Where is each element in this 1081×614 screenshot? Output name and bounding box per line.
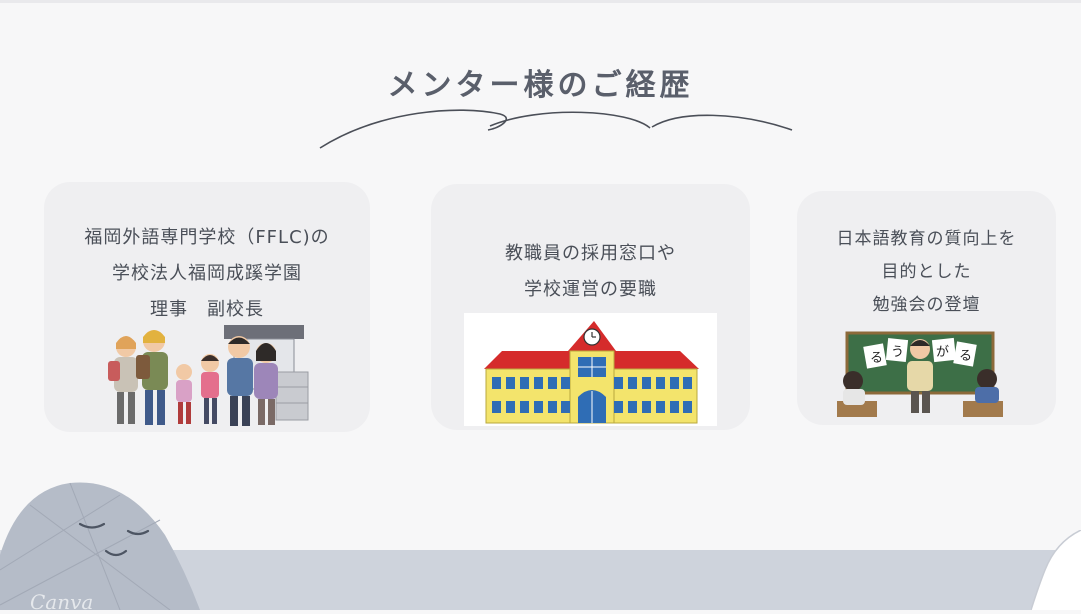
flash-card-4: る — [959, 349, 972, 364]
card-1-line-2: 学校法人福岡成蹊学園 — [112, 263, 302, 284]
slide-title: メンター様のご経歴 — [387, 68, 694, 103]
family-illustration — [108, 325, 309, 426]
page-curl-icon — [1031, 530, 1081, 610]
card-1-text: 福岡外語専門学校（FFLC)の 学校法人福岡成蹊学園 理事 副校長 — [44, 220, 370, 328]
teacher-illustration: る う が る — [837, 331, 1003, 417]
decorative-swoosh — [319, 109, 793, 149]
card-2-line-1: 教職員の採用窓口や — [505, 243, 676, 264]
flash-card-2: う — [891, 345, 904, 360]
card-2-text: 教職員の採用窓口や 学校運営の要職 — [431, 236, 750, 308]
card-3-line-2: 目的とした — [881, 262, 972, 282]
career-card-2: 教職員の採用窓口や 学校運営の要職 — [431, 184, 750, 430]
canva-watermark: Canva — [30, 590, 94, 614]
card-1-line-1: 福岡外語専門学校（FFLC)の — [84, 227, 330, 248]
card-3-line-3: 勉強会の登壇 — [872, 295, 981, 315]
top-divider — [0, 0, 1081, 3]
canva-mascot-icon — [0, 482, 200, 610]
flash-card-1: る — [870, 351, 883, 366]
card-1-line-3: 理事 副校長 — [150, 299, 264, 320]
card-3-text: 日本語教育の質向上を 目的とした 勉強会の登壇 — [797, 223, 1056, 322]
career-card-1: 福岡外語専門学校（FFLC)の 学校法人福岡成蹊学園 理事 副校長 — [44, 182, 370, 432]
career-card-3: 日本語教育の質向上を 目的とした 勉強会の登壇 る う が る — [797, 191, 1056, 425]
flash-card-3: が — [936, 345, 949, 360]
school-illustration — [464, 313, 717, 426]
card-2-line-2: 学校運営の要職 — [524, 279, 657, 300]
card-3-line-1: 日本語教育の質向上を — [836, 229, 1017, 249]
